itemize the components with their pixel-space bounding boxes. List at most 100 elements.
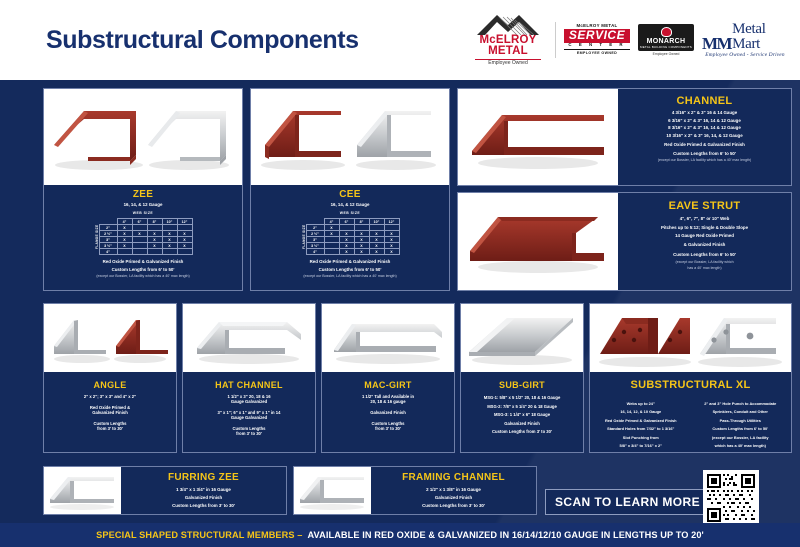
furring-zee-info: FURRING ZEE 1 3/4" x 1 3/4" in 16 Gauge … [121, 467, 286, 514]
framing-channel-title: FRAMING CHANNEL [402, 472, 505, 483]
hat-channel-spec-2b: Gauge Galvanized [230, 415, 268, 420]
hat-channel-lengths-2: from 3' to 30' [236, 431, 262, 436]
product-card-mac-girt: MAC-GIRT 1 1/2" Tall and Available in 20… [321, 303, 455, 453]
spec-cell [131, 248, 148, 255]
qr-code-icon [705, 472, 757, 524]
spec-cell [116, 248, 133, 255]
metal-mart-monogram: MM [702, 33, 733, 53]
monarch-sub: Employee Owned [652, 52, 680, 57]
cee-lengths: Custom Lengths from 6' to 50' [318, 267, 382, 272]
metal-mart-row: MM Metal Mart [702, 20, 788, 53]
metal-mart-tagline: Employee Owned - Service Driven [705, 51, 785, 58]
mcelroy-sub: Employee Owned [488, 60, 528, 67]
spec-line: 14 Gauge Red Oxide Primed [675, 233, 734, 238]
substructural-xl-photo [590, 304, 791, 372]
substructural-xl-title: SUBSTRUCTURAL XL [630, 379, 751, 391]
monarch-crest-icon [660, 26, 672, 37]
cee-info: CEE 16, 14, & 12 Gauge WEB SIZE FLANGE S… [251, 185, 449, 283]
service-mid-text: C E N T E R [568, 41, 626, 47]
framing-channel-body: FRAMING CHANNEL 2 1/2" x 1 3/8" in 16 Ga… [294, 467, 536, 514]
monarch-logo: MONARCH METAL BUILDING COMPONENTS Employ… [638, 23, 694, 57]
zee-gauge: 16, 14, & 12 Gauge [123, 202, 163, 207]
zee-finish: Red Oxide Primed & Galvanized Finish [102, 259, 184, 264]
framing-channel-finish: Galvanized Finish [434, 495, 473, 500]
monarch-shield: MONARCH METAL BUILDING COMPONENTS [638, 23, 694, 51]
furring-zee-spec: 1 3/4" x 1 3/4" in 16 Gauge [176, 487, 231, 492]
spec-cell [146, 248, 163, 255]
product-card-furring-zee: FURRING ZEE 1 3/4" x 1 3/4" in 16 Gauge … [43, 466, 287, 515]
spec-cell [161, 248, 178, 255]
framing-channel-photo [294, 467, 371, 514]
spec-cell [176, 248, 193, 255]
mac-girt-spec-1b: 20, 18 & 16 gauge [370, 399, 406, 404]
spec-line: Custom Lengths from 6' to 50' [712, 426, 769, 431]
spec-line: Standard Holes from 7/32" to 1 3/16" [607, 426, 675, 431]
sub-girt-title: SUB-GIRT [499, 380, 545, 390]
spec-line: & Galvanized Finish [683, 241, 726, 247]
hat-channel-photo [183, 304, 315, 372]
qr-code[interactable] [703, 470, 759, 526]
roof-icon [469, 14, 547, 35]
banner-rest-text: AVAILABLE IN RED OXIDE & GALVANIZED IN 1… [307, 530, 704, 540]
monarch-tagline: METAL BUILDING COMPONENTS [640, 44, 693, 49]
spec-line: Slot Punching from [622, 434, 659, 440]
monarch-name: MONARCH [646, 37, 686, 45]
service-line [564, 48, 630, 51]
angle-finish-2: Galvanized Finish [92, 410, 128, 415]
eave-strut-note-2: has a 40' max length) [687, 265, 722, 270]
page-header: Substructural Components McELROY METAL [0, 0, 800, 80]
eave-strut-note-1: (except our Bossier, LA facility which [675, 259, 734, 264]
logo-bar: McELROY METAL Employee Owned McELROY MET… [469, 14, 788, 67]
spec-line: 5/8" x 3/4" to 7/16" x 2" [619, 443, 662, 448]
service-bottom-text: EMPLOYEE OWNED [576, 50, 618, 55]
cee-flange-size-label: FLANGE SIZE [301, 224, 306, 249]
angle-lengths-2: from 3' to 30' [97, 426, 123, 431]
spec-cell: X [353, 248, 370, 255]
scan-to-learn-more-button[interactable]: SCAN TO LEARN MORE [545, 489, 710, 515]
service-center-logo: McELROY METAL SERVICE C E N T E R EMPLOY… [564, 24, 630, 55]
product-card-cee: CEE 16, 14, & 12 Gauge WEB SIZE FLANGE S… [250, 88, 450, 291]
zee-flange-size-label: FLANGE SIZE [94, 224, 99, 249]
spec-row-header: 4" [305, 248, 325, 255]
furring-zee-title: FURRING ZEE [167, 472, 240, 483]
hat-channel-lengths-1: Custom Lengths [232, 426, 266, 431]
channel-note: (except our Bossier, LA facility which h… [657, 157, 752, 162]
hat-channel-title: HAT CHANNEL [215, 380, 283, 390]
furring-zee-body: FURRING ZEE 1 3/4" x 1 3/4" in 16 Gauge … [44, 467, 286, 514]
hat-channel-info: HAT CHANNEL 1 1/2" x 3" 20, 18 & 16 Gaug… [183, 372, 315, 441]
service-top-text: McELROY METAL [576, 23, 618, 29]
metal-mart-name: Metal Mart [732, 20, 766, 52]
mcelroy-rule [475, 58, 541, 60]
furring-zee-lengths: Custom Lengths from 3' to 30' [172, 503, 235, 508]
page-title: Substructural Components [46, 25, 359, 54]
spec-line: Pass-Through Utilities [719, 417, 761, 423]
mcelroy-name-1: McELROY [479, 33, 537, 46]
framing-channel-info: FRAMING CHANNEL 2 1/2" x 1 3/8" in 16 Ga… [371, 467, 536, 514]
framing-channel-spec: 2 1/2" x 1 3/8" in 16 Gauge [426, 487, 481, 492]
spec-line: Pitches up to 5:12; Single & Double Slop… [660, 224, 749, 230]
product-card-hat-channel: HAT CHANNEL 1 1/2" x 3" 20, 18 & 16 Gaug… [182, 303, 316, 453]
spec-line: Galvanized Finish [504, 420, 540, 426]
zee-note: (except our Bossier, LA facility which h… [96, 274, 190, 278]
mac-girt-title: MAC-GIRT [364, 380, 412, 390]
spec-cell: X [368, 248, 385, 255]
hat-channel-spec-1b: Gauge Galvanized [230, 399, 268, 404]
zee-lengths: Custom Lengths from 6' to 50' [111, 267, 175, 272]
substructural-xl-info: SUBSTRUCTURAL XL Webs up to 24"16, 14, 1… [590, 372, 791, 453]
zee-title: ZEE [132, 189, 154, 200]
cee-web-size-label: WEB SIZE [339, 211, 361, 215]
product-card-angle: ANGLE 2" x 2"; 3" x 3" and 4" x 2" Red O… [43, 303, 177, 453]
angle-photo [44, 304, 176, 372]
service-band-text: SERVICE [564, 29, 630, 43]
spec-row: 4" [98, 248, 193, 255]
